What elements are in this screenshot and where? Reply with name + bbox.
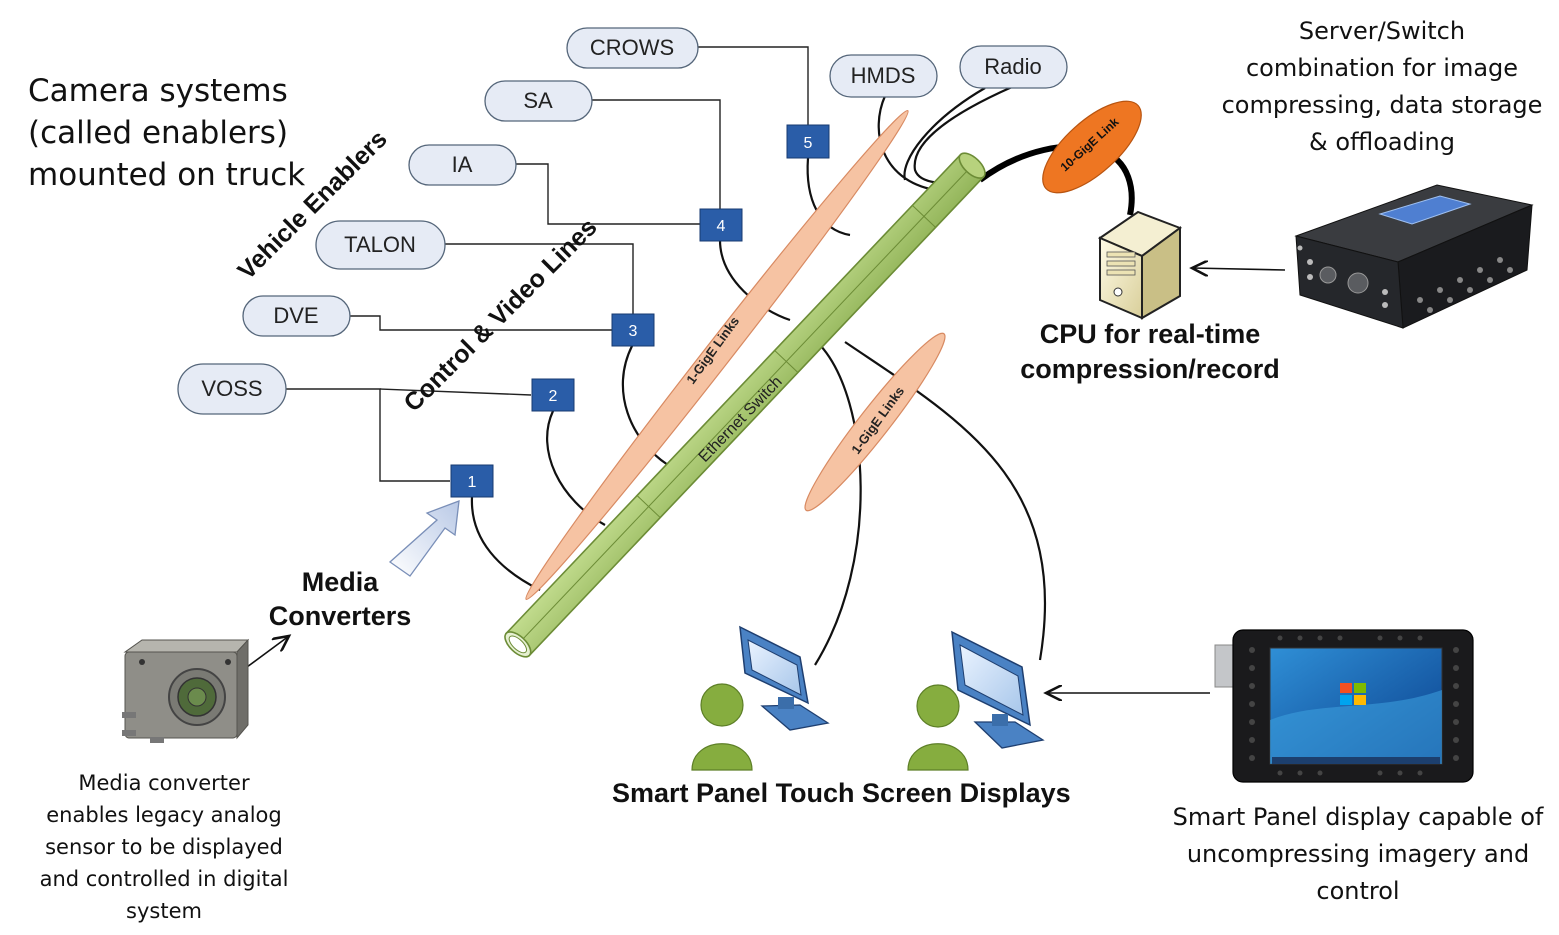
user-1-icon xyxy=(691,683,753,771)
smart-panel-tablet-icon xyxy=(1214,629,1474,783)
converter-box-4: 4 xyxy=(699,208,743,242)
enabler-hmds: HMDS xyxy=(829,54,938,98)
caption-line: compression/record xyxy=(1020,354,1280,384)
dve-line xyxy=(350,315,612,331)
user-2-icon xyxy=(907,684,969,771)
caption-line: sensor to be displayed xyxy=(45,835,283,859)
enabler-dve: DVE xyxy=(242,295,351,337)
caption-line: (called enablers) xyxy=(28,115,289,151)
caption-line: Converters xyxy=(268,601,412,631)
displays-caption: Smart Panel Touch Screen Displays xyxy=(612,778,1071,808)
converter-box-1: 1 xyxy=(450,464,494,498)
server-switch-caption: Server/Switch combination for image comp… xyxy=(1212,13,1552,161)
cpu-caption: CPU for real-time compression/record xyxy=(1000,317,1300,387)
converter-number: 4 xyxy=(717,218,726,235)
caption-line: & offloading xyxy=(1309,128,1455,156)
smart-panel-display-1-icon xyxy=(739,625,830,731)
crows-line xyxy=(698,46,809,125)
converter-box-2: 2 xyxy=(531,378,575,412)
enabler-voss: VOSS xyxy=(177,363,287,415)
converter-number: 1 xyxy=(468,474,477,491)
caption-line: Server/Switch xyxy=(1298,17,1466,45)
smart-panel-display-2-icon xyxy=(951,630,1045,749)
camera-systems-caption: Camera systems (called enablers) mounted… xyxy=(28,70,305,196)
caption-line: uncompressing imagery and xyxy=(1186,840,1530,868)
cable-4 xyxy=(718,239,791,322)
voss-line xyxy=(286,388,450,482)
cable-display-1 xyxy=(814,344,862,666)
enabler-label: SA xyxy=(523,88,553,113)
server-switch-icon xyxy=(1294,184,1534,329)
control-lines xyxy=(286,46,809,482)
converter-box-5: 5 xyxy=(786,124,830,159)
converter-number: 2 xyxy=(549,388,558,405)
gige-links-ellipse-2 xyxy=(804,332,946,512)
converter-box-3: 3 xyxy=(611,313,655,347)
enabler-label: TALON xyxy=(344,232,416,257)
ten-gige-ellipse xyxy=(1042,100,1142,194)
enabler-sa: SA xyxy=(484,80,593,122)
caption-line: CPU for real-time xyxy=(1039,319,1261,349)
enabler-label: IA xyxy=(452,152,473,177)
ia-line xyxy=(516,163,700,225)
enabler-radio: Radio xyxy=(959,45,1068,89)
enabler-label: VOSS xyxy=(201,376,262,401)
converter-number: 3 xyxy=(629,323,638,340)
sa-line xyxy=(592,99,721,210)
caption-line: Camera systems xyxy=(28,73,288,109)
enabler-label: DVE xyxy=(273,303,318,328)
caption-line: enables legacy analog xyxy=(46,803,282,827)
caption-line: Media converter xyxy=(78,771,250,795)
media-converters-caption: Media Converters xyxy=(250,565,430,633)
enabler-ia: IA xyxy=(408,144,517,186)
smart-panel-description: Smart Panel display capable of uncompres… xyxy=(1160,799,1556,910)
ethernet-switch xyxy=(504,152,986,658)
enabler-talon: TALON xyxy=(315,220,446,270)
cable-3 xyxy=(621,345,669,466)
caption-line: control xyxy=(1316,877,1400,905)
enabler-crows: CROWS xyxy=(566,27,699,69)
cable-1 xyxy=(470,496,541,591)
caption-line: Media xyxy=(301,567,379,597)
caption-line: and controlled in digital xyxy=(39,867,289,891)
media-converter-device-icon xyxy=(122,638,250,743)
caption-line: compressing, data storage xyxy=(1221,91,1543,119)
gige-links-ellipse-1 xyxy=(525,109,909,601)
caption-line: combination for image xyxy=(1245,54,1519,82)
media-converter-description: Media converter enables legacy analog se… xyxy=(14,767,314,927)
arrow-to-media-converters xyxy=(246,636,289,668)
media-converter-pointer-arrow xyxy=(388,500,460,577)
enabler-label: CROWS xyxy=(590,35,674,60)
enabler-label: Radio xyxy=(984,54,1041,79)
caption-line: mounted on truck xyxy=(28,157,306,193)
caption-line: Smart Panel display capable of xyxy=(1172,803,1544,831)
caption-line: system xyxy=(126,899,202,923)
enabler-label: HMDS xyxy=(851,63,916,88)
converter-number: 5 xyxy=(804,135,813,152)
cable-display-2 xyxy=(844,341,1046,661)
arrow-server-to-cpu xyxy=(1192,268,1286,270)
talon-line xyxy=(445,243,634,314)
cable-radio-2 xyxy=(903,87,986,181)
voss-line-2 xyxy=(379,388,532,396)
cpu-tower-icon xyxy=(1097,210,1183,320)
